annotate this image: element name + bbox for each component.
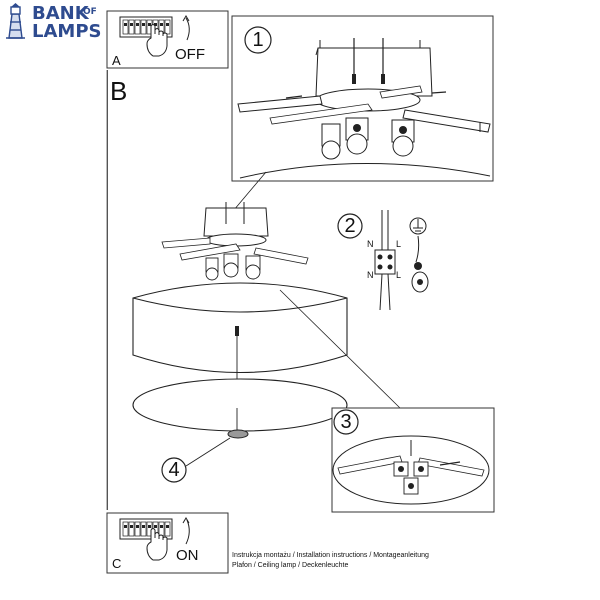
panel-a-letter: A (112, 53, 121, 68)
wire-n2-label: N (367, 270, 374, 280)
brand-line1: BANK (32, 3, 89, 24)
brand-line2: LAMPS (32, 21, 102, 42)
panel-c-letter: C (112, 556, 122, 571)
lighthouse-icon (6, 3, 25, 39)
step-2-number: 2 (344, 215, 356, 237)
wire-n-label: N (367, 239, 374, 249)
step-3-number: 3 (340, 411, 352, 433)
step-4-number: 4 (168, 459, 180, 481)
panel-b-letter: B (110, 76, 128, 106)
brand-of: OF (83, 7, 97, 17)
wire-l2-label: L (396, 270, 402, 280)
caption-line1: Instrukcja montażu / Installation instru… (232, 552, 429, 559)
wire-l-label: L (396, 239, 402, 249)
ground-icon (409, 217, 427, 235)
switch-on-label: ON (176, 547, 199, 564)
caption-line2: Plafon / Ceiling lamp / Deckenleuchte (232, 562, 349, 569)
step-1-number: 1 (252, 29, 264, 51)
switch-off-label: OFF (175, 46, 205, 63)
